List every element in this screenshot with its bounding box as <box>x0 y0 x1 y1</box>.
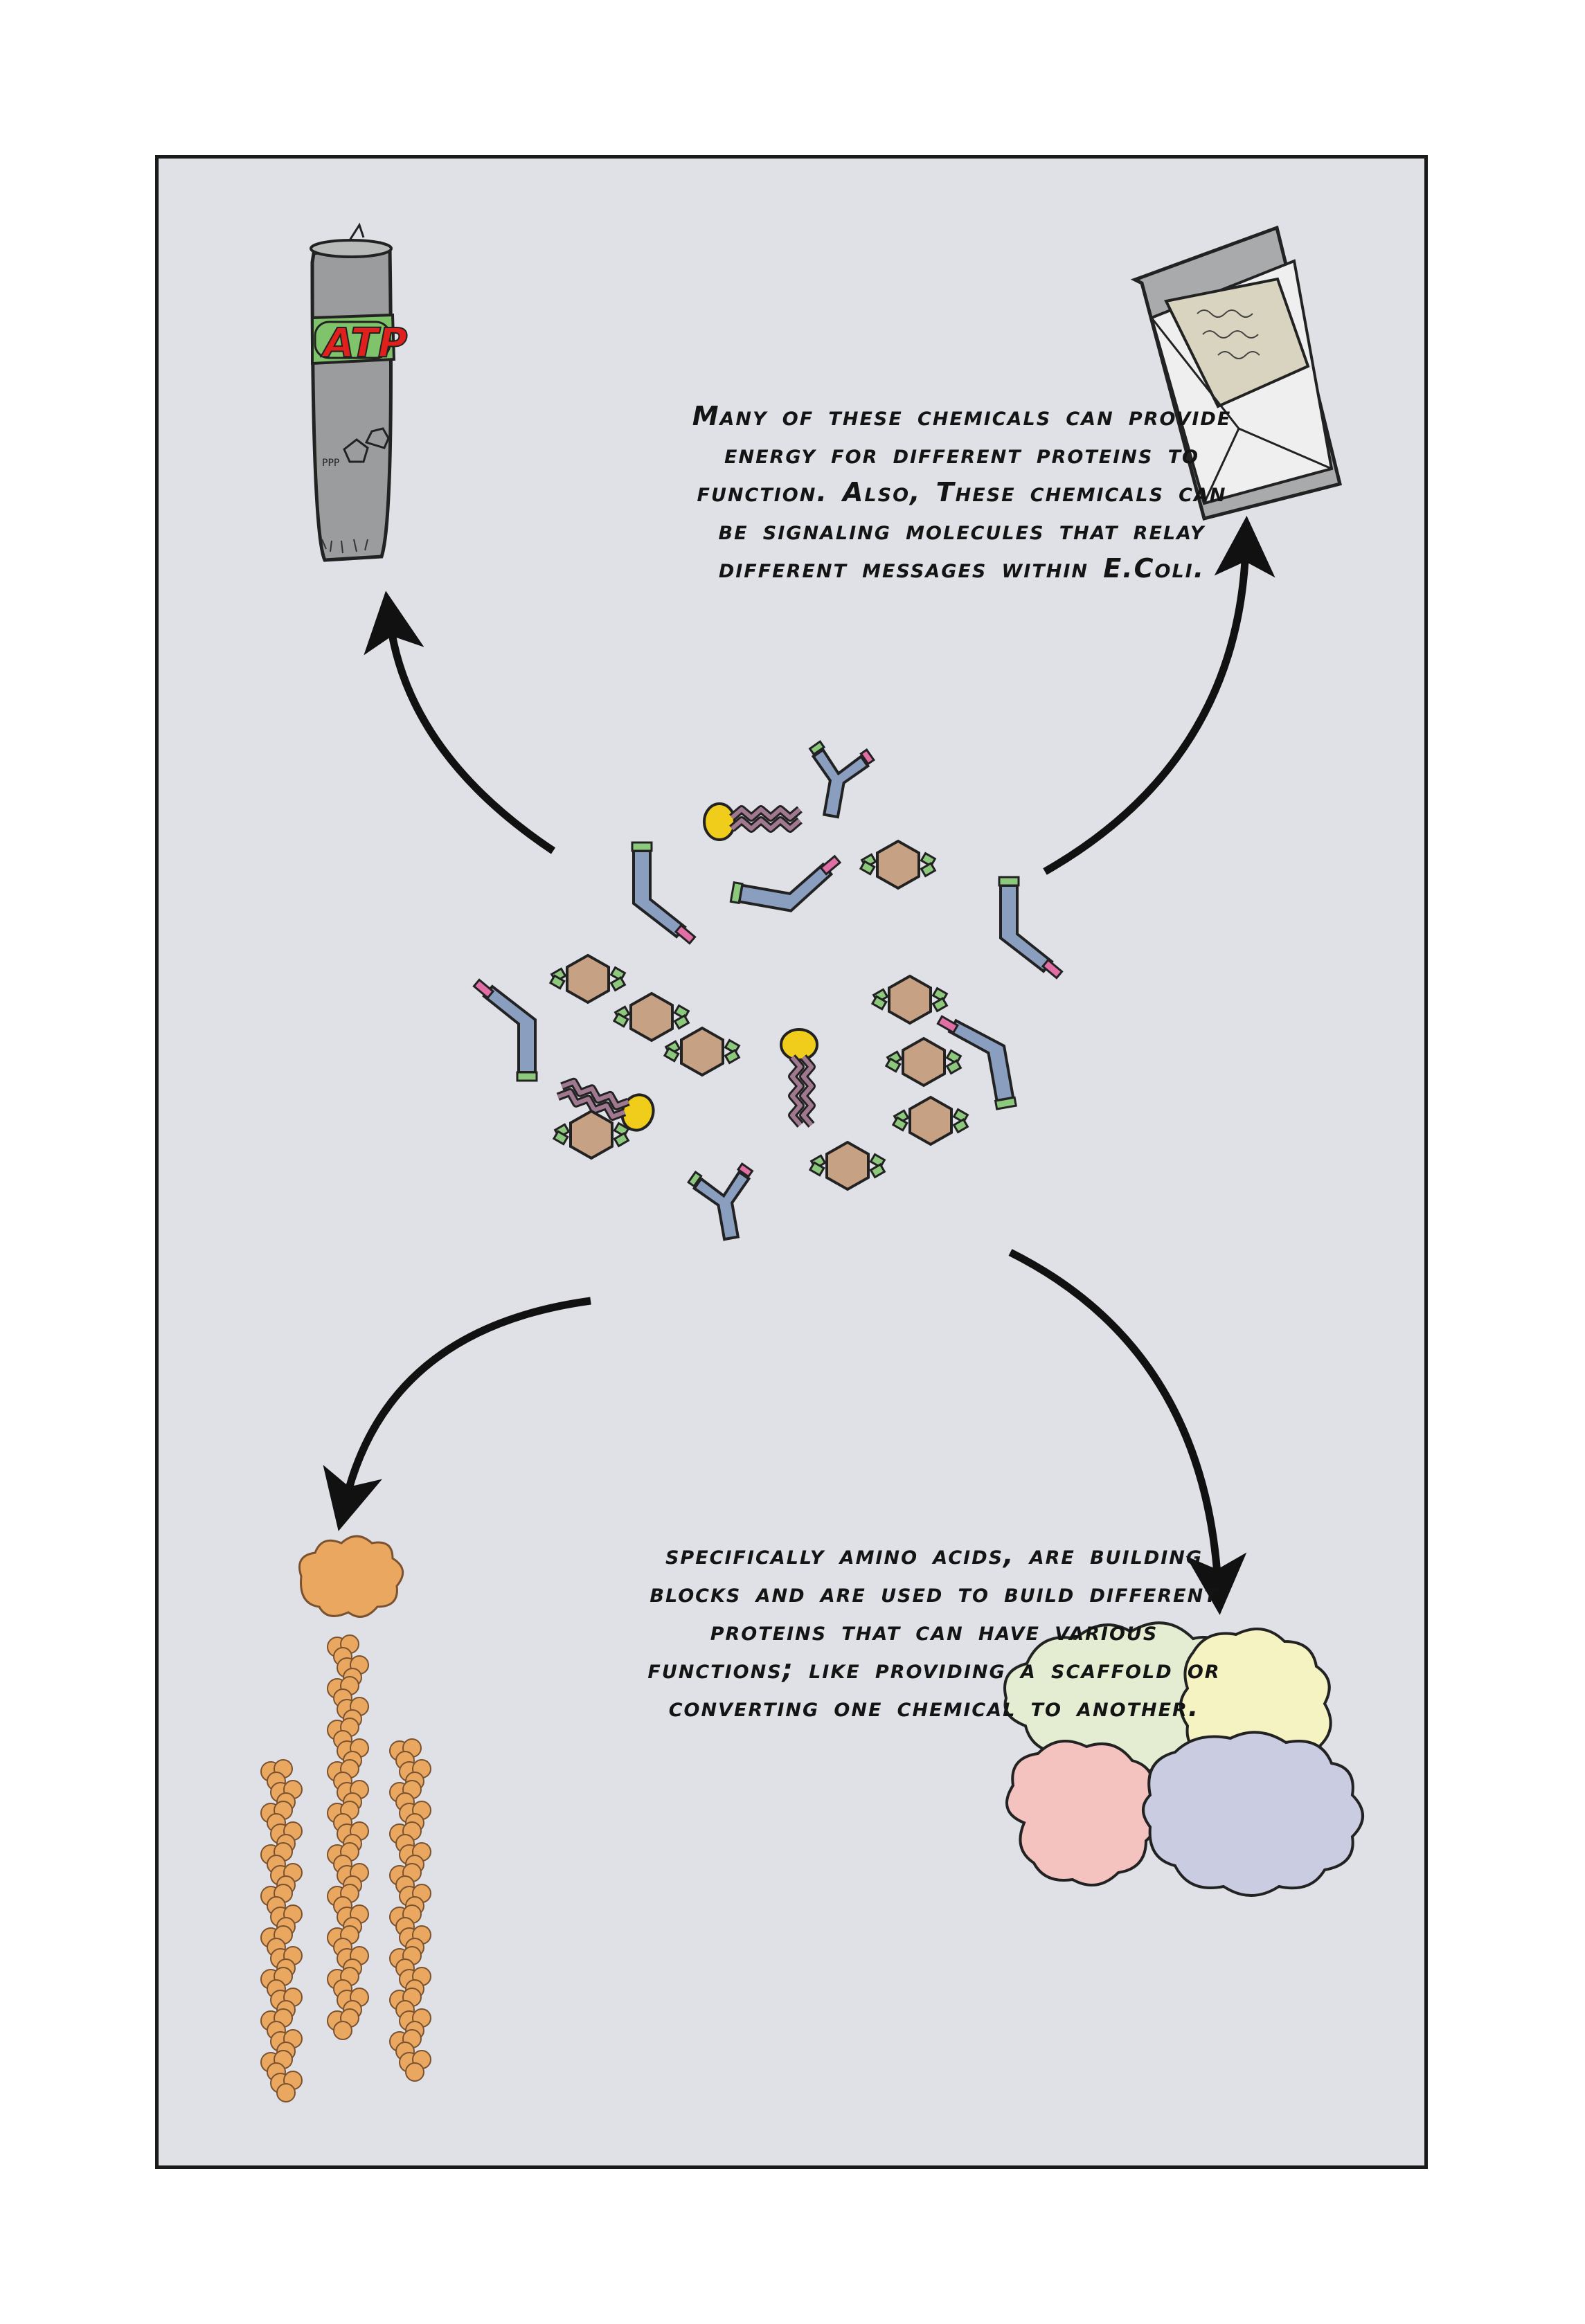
atp-can-icon: ATP PPP <box>310 222 408 562</box>
arrow-to-atp <box>364 591 556 854</box>
protein-complex-icon <box>1003 1621 1364 1897</box>
filament-subunit <box>327 2008 359 2040</box>
arrow-to-complex <box>1008 1249 1247 1615</box>
arrows <box>323 516 1275 1615</box>
envelope-letter-icon <box>1130 225 1343 521</box>
caption-top: Many of these chemicals can provide ener… <box>692 401 1232 584</box>
filament-subunit <box>270 2071 303 2102</box>
arrow-to-envelope <box>1043 516 1275 875</box>
caption-bottom: specifically amino acids, are building b… <box>647 1540 1221 1722</box>
molecule-cluster-icon <box>472 738 1064 1245</box>
panel-artwork: ATP PPP <box>260 222 1364 2102</box>
can-small-label: PPP <box>322 458 339 469</box>
arrow-to-filament <box>323 1297 591 1531</box>
comic-panel: ATP PPP <box>155 155 1428 2169</box>
protein-monomer-icon <box>298 1535 404 1618</box>
filament-subunit <box>399 2050 431 2082</box>
atp-label: ATP <box>321 319 407 366</box>
protein-filament-icon <box>260 1634 431 2102</box>
